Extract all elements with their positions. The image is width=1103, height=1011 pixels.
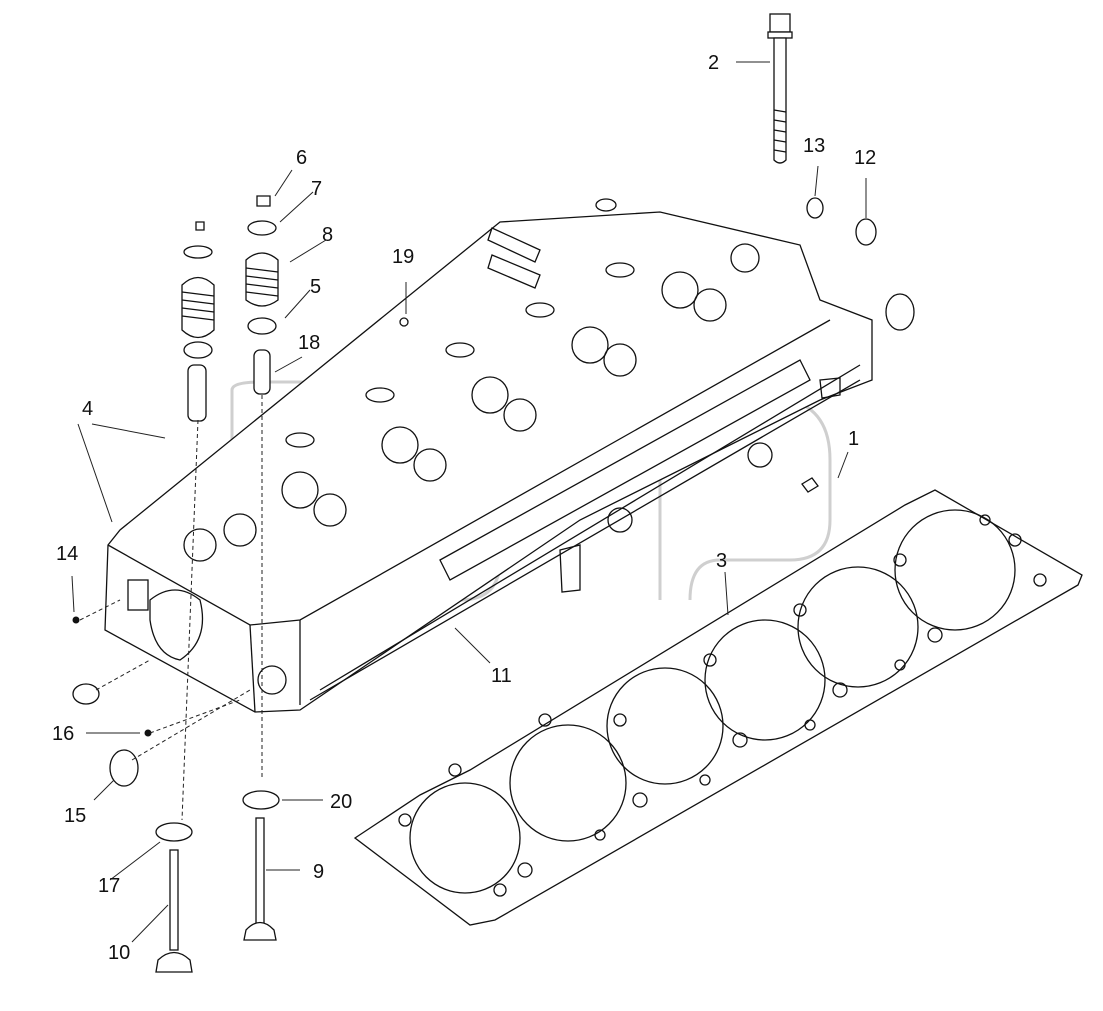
callout-11: 11 [491,665,512,687]
callout-3: 3 [716,550,727,572]
callout-20: 20 [330,791,352,813]
valve-seat-ring-20 [242,790,280,810]
o-ring [72,683,100,705]
leader-lines [71,61,867,943]
seal-ring-15 [109,749,139,787]
head-gasket [353,489,1083,926]
tube-2 [487,254,541,289]
valve-stack-right [245,195,279,395]
plug-12 [855,218,877,246]
callout-labels: 1 2 3 4 5 6 7 8 9 10 11 12 13 14 15 16 1… [52,52,876,964]
callout-6: 6 [296,147,307,169]
callout-19: 19 [392,246,414,268]
head-bolt [767,13,793,164]
callout-15: 15 [64,805,86,827]
callout-16: 16 [52,723,74,745]
callout-18: 18 [298,332,320,354]
callout-7: 7 [311,178,322,200]
cylinder-head [104,211,873,713]
callout-10: 10 [108,942,130,964]
callout-2: 2 [708,52,719,74]
valve-10 [155,849,193,973]
callout-14: 14 [56,543,78,565]
tube-1 [487,227,541,263]
callout-9: 9 [313,861,324,883]
plug-large [885,293,915,331]
valve-stack-left [181,221,215,422]
valve-seat-ring-17 [155,822,193,842]
callout-12: 12 [854,147,876,169]
top-ring [595,198,617,212]
plug-13 [806,197,824,219]
callout-13: 13 [803,135,825,157]
screw-1 [801,477,819,493]
callout-4: 4 [82,398,93,420]
callout-5: 5 [310,276,321,298]
plug-14 [72,616,80,624]
plug-19 [399,317,409,327]
valve-9 [243,817,277,941]
callout-17: 17 [98,875,120,897]
callout-1: 1 [848,428,859,450]
callout-8: 8 [322,224,333,246]
